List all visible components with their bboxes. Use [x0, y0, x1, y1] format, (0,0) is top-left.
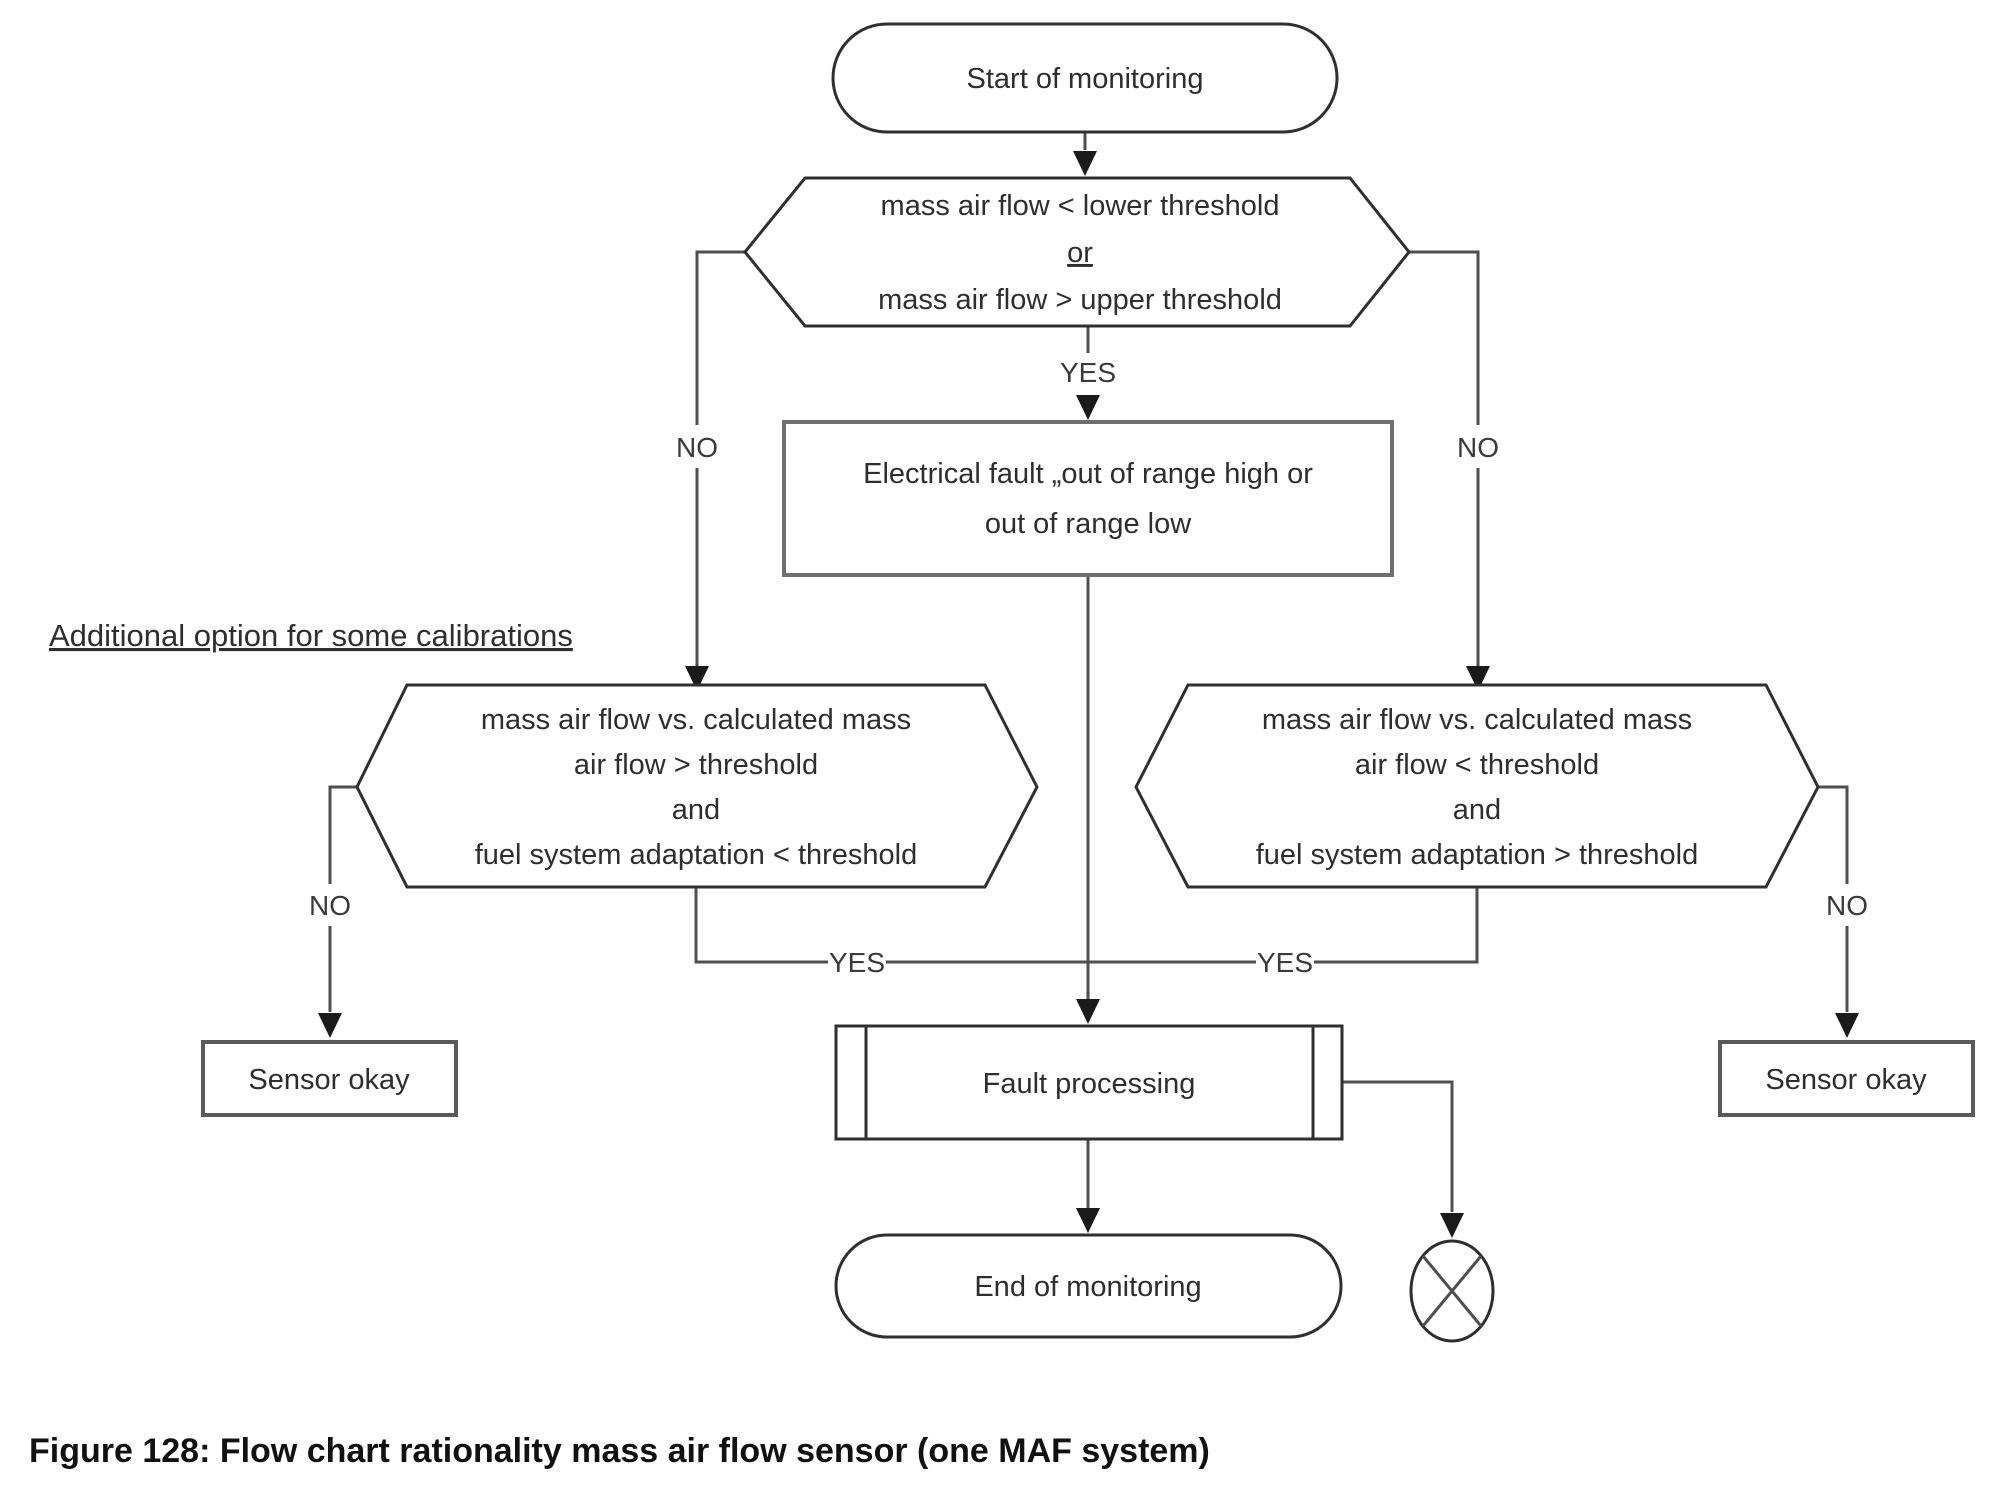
fault-processing-node: Fault processing	[834, 1024, 1344, 1141]
end-node: End of monitoring	[834, 1233, 1343, 1339]
start-node-shape	[831, 22, 1339, 134]
no-label-bottom-left: NO	[309, 890, 351, 921]
arrowhead-into-sensor-okay-right	[1835, 1013, 1859, 1038]
connector-no-bottom-left-a	[328, 785, 357, 884]
calibration-note: Additional option for some calibrations	[49, 618, 573, 653]
arrowhead-into-left-decision	[685, 666, 709, 691]
fault-processing-label: Fault processing	[983, 1068, 1196, 1100]
electrical-fault-node: Electrical fault „out of range high or o…	[782, 420, 1394, 577]
decision-left-line4: fuel system adaptation < threshold	[475, 839, 918, 871]
decision-threshold-line1: mass air flow < lower threshold	[881, 190, 1280, 222]
connectors	[318, 132, 1859, 1238]
start-node: Start of monitoring	[831, 22, 1339, 134]
decision-right-shape	[1134, 683, 1820, 889]
arrowhead-into-offpage-connector	[1440, 1213, 1464, 1238]
decision-left-node: mass air flow vs. calculated mass air fl…	[355, 683, 1039, 889]
sensor-okay-left-node: Sensor okay	[201, 1040, 458, 1117]
yes-label-right: YES	[1257, 947, 1313, 978]
decision-threshold-line2: or	[1067, 237, 1093, 269]
arrowhead-into-sensor-okay-left	[318, 1013, 342, 1038]
decision-left-shape	[355, 683, 1039, 889]
sensor-okay-right-label: Sensor okay	[1765, 1064, 1927, 1096]
arrowhead-into-right-decision	[1466, 666, 1490, 691]
end-node-label: End of monitoring	[974, 1271, 1201, 1303]
decision-right-line2: air flow < threshold	[1355, 749, 1599, 781]
decision-right-line3: and	[1453, 794, 1501, 826]
decision-left-line3: and	[672, 794, 720, 826]
connector-no-right-upper	[1409, 250, 1480, 425]
decision-threshold-line3: mass air flow > upper threshold	[878, 284, 1282, 316]
fault-processing-shape	[834, 1024, 1344, 1141]
yes-label-left: YES	[829, 947, 885, 978]
electrical-fault-line2: out of range low	[985, 508, 1192, 540]
arrowhead-into-decision	[1073, 151, 1097, 176]
connector-no-left-upper	[695, 250, 745, 425]
sensor-okay-right-shape	[1718, 1040, 1975, 1117]
connector-no-bottom-right-a	[1818, 785, 1849, 884]
connector-yes-left-a	[694, 887, 828, 964]
decision-left-line2: air flow > threshold	[574, 749, 818, 781]
decision-right-node: mass air flow vs. calculated mass air fl…	[1134, 683, 1820, 889]
arrowhead-into-fault-processing	[1076, 999, 1100, 1024]
arrowhead-into-end	[1076, 1208, 1100, 1233]
offpage-connector-icon	[1409, 1239, 1495, 1343]
sensor-okay-left-label: Sensor okay	[248, 1064, 410, 1096]
connector-yes-right-a	[1314, 887, 1479, 964]
decision-threshold-shape	[743, 176, 1411, 328]
figure-caption: Figure 128: Flow chart rationality mass …	[29, 1432, 1210, 1470]
electrical-fault-shape	[782, 420, 1394, 577]
decision-threshold-node: mass air flow < lower threshold or mass …	[743, 176, 1411, 328]
connector-fault-to-offpage	[1342, 1080, 1454, 1212]
decision-right-line1: mass air flow vs. calculated mass	[1262, 704, 1692, 736]
no-label-right: NO	[1457, 432, 1499, 463]
start-node-label: Start of monitoring	[967, 63, 1204, 95]
no-label-left: NO	[676, 432, 718, 463]
sensor-okay-left-shape	[201, 1040, 458, 1117]
yes-label-center: YES	[1060, 357, 1116, 388]
arrowhead-into-electrical-fault	[1076, 395, 1100, 420]
offpage-connector-cross-2	[1421, 1255, 1483, 1327]
electrical-fault-line1: Electrical fault „out of range high or	[863, 458, 1313, 490]
sensor-okay-right-node: Sensor okay	[1718, 1040, 1975, 1117]
end-node-shape	[834, 1233, 1343, 1339]
decision-right-line4: fuel system adaptation > threshold	[1256, 839, 1699, 871]
decision-left-line1: mass air flow vs. calculated mass	[481, 704, 911, 736]
no-label-bottom-right: NO	[1826, 890, 1868, 921]
